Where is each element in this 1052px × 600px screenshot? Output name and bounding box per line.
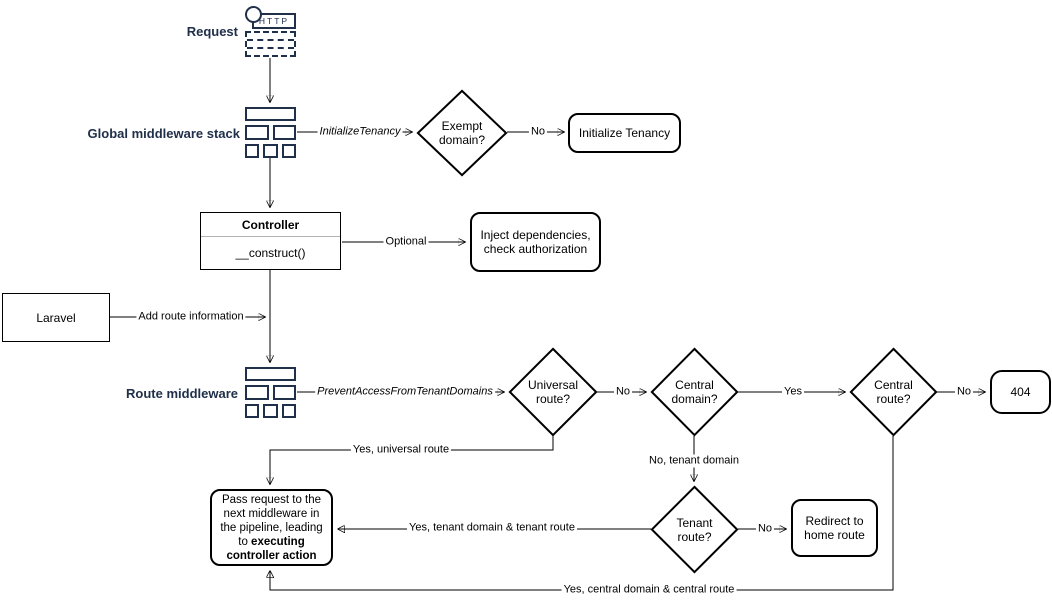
edge-label-tenant-yes: Yes, tenant domain & tenant route xyxy=(407,521,577,535)
edge-label-universal-yes: Yes, universal route xyxy=(350,443,452,457)
controller-title: Controller xyxy=(201,213,340,237)
controller-method: __construct() xyxy=(235,246,306,260)
pass-request-label: Pass request to the next middleware in t… xyxy=(220,493,323,562)
redirect-home-label: Redirect to home route xyxy=(804,514,865,542)
edge-label-central-domain-yes: Yes xyxy=(782,385,804,399)
middleware-stack-icon xyxy=(245,107,296,158)
edge-label-exempt-no: No xyxy=(528,125,548,139)
controller-box: Controller __construct() xyxy=(200,212,341,270)
http-circle-glyph xyxy=(245,6,262,23)
decision-central-route-label: Central route? xyxy=(874,378,913,406)
edge-label-tenant-domain-no: No, tenant domain xyxy=(647,454,741,468)
decision-central-route: Central route? xyxy=(850,348,937,436)
route-middleware-stack-icon xyxy=(245,367,296,418)
initialize-tenancy-box: Initialize Tenancy xyxy=(568,113,681,153)
404-label: 404 xyxy=(1010,385,1031,399)
decision-universal-route-label: Universal route? xyxy=(527,378,578,406)
http-body-glyph xyxy=(245,31,296,57)
decision-tenant-route: Tenant route? xyxy=(651,486,738,573)
edge-label-tenant-route-no: No xyxy=(755,522,775,536)
edge-label-universal-no: No xyxy=(613,385,633,399)
initialize-tenancy-label: Initialize Tenancy xyxy=(578,126,671,140)
http-request-icon: HTTP xyxy=(245,6,296,57)
decision-central-domain: Central domain? xyxy=(651,348,738,436)
stage-label-global-middleware-stack: Global middleware stack xyxy=(87,126,240,141)
edge-label-prevent-access: PreventAccessFromTenantDomains xyxy=(315,385,495,399)
decision-universal-route: Universal route? xyxy=(509,348,597,436)
decision-tenant-route-label: Tenant route? xyxy=(676,515,713,544)
edge-label-initialize-tenancy: InitializeTenancy xyxy=(317,125,403,139)
laravel-box: Laravel xyxy=(2,293,110,342)
edge-label-central-yes: Yes, central domain & central route xyxy=(561,583,737,597)
edge-label-optional: Optional xyxy=(383,235,429,249)
pass-request-bold-label: executing controller action xyxy=(226,535,317,562)
redirect-home-box: Redirect to home route xyxy=(791,499,878,557)
stage-label-request: Request xyxy=(186,24,238,39)
laravel-label: Laravel xyxy=(36,310,76,325)
inject-dependencies-box: Inject dependencies, check authorization xyxy=(470,212,601,272)
decision-central-domain-label: Central domain? xyxy=(671,378,718,406)
404-box: 404 xyxy=(990,370,1051,414)
inject-dependencies-label: Inject dependencies, check authorization xyxy=(480,228,591,256)
edge-label-add-route-information: Add route information xyxy=(136,310,246,324)
decision-exempt-domain-label: Exempt domain? xyxy=(438,119,486,147)
pass-request-box: Pass request to the next middleware in t… xyxy=(210,489,333,566)
stage-label-route-middleware: Route middleware xyxy=(126,386,238,401)
decision-exempt-domain: Exempt domain? xyxy=(417,90,507,176)
edge-label-central-route-no: No xyxy=(954,385,974,399)
